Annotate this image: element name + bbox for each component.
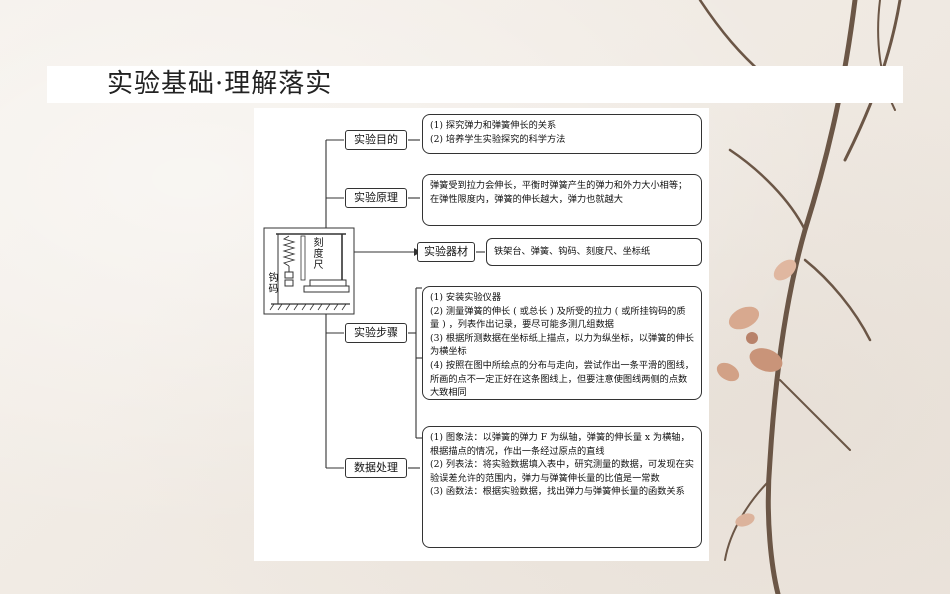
node-content-principle: 弹簧受到拉力会伸长，平衡时弹簧产生的弹力和外力大小相等；在弹性限度内，弹簧的伸长… <box>422 174 702 226</box>
node-content-procedure: (1) 安装实验仪器 (2) 测量弹簧的伸长 ( 或总长 ) 及所受的拉力 ( … <box>422 286 702 400</box>
node-label-purpose: 实验目的 <box>345 130 407 150</box>
title-bar: 实验基础·理解落实 <box>47 66 903 103</box>
content-line: 铁架台、弹簧、钩码、刻度尺、坐标纸 <box>494 246 651 257</box>
page-title: 实验基础·理解落实 <box>107 69 333 99</box>
node-content-purpose: (1) 探究弹力和弹簧伸长的关系 (2) 培养学生实验探究的科学方法 <box>422 114 702 154</box>
weight-label: 钩码 <box>268 273 279 295</box>
spring-apparatus-figure <box>263 227 355 315</box>
content-line: (1) 图象法：以弹簧的弹力 F 为纵轴，弹簧的伸长量 x 为横轴，根据描点的情… <box>430 432 690 457</box>
content-line: (3) 根据所测数据在坐标纸上描点，以力为纵坐标，以弹簧的伸长为横坐标 <box>430 332 694 358</box>
ruler-label: 刻度尺 <box>313 238 324 271</box>
content-line: (4) 按照在图中所绘点的分布与走向，尝试作出一条平滑的图线，所画的点不一定正好… <box>430 359 694 399</box>
node-label-data-processing: 数据处理 <box>345 458 407 478</box>
mindmap-panel: 刻度尺 钩码 实验目的 (1) 探究弹力和弹簧伸长的关系 (2) 培养学生实验探… <box>254 108 709 561</box>
content-line: (3) 函数法：根据实验数据，找出弹力与弹簧伸长量的函数关系 <box>430 486 685 498</box>
node-content-data-processing: (1) 图象法：以弹簧的弹力 F 为纵轴，弹簧的伸长量 x 为横轴，根据描点的情… <box>422 426 702 548</box>
mindmap-connectors <box>263 139 485 469</box>
node-label-procedure: 实验步骤 <box>345 323 407 343</box>
content-line: (2) 列表法：将实验数据填入表中，研究测量的数据，可发现在实验误差允许的范围内… <box>430 459 694 484</box>
node-content-equipment: 铁架台、弹簧、钩码、刻度尺、坐标纸 <box>486 238 702 266</box>
node-label-principle: 实验原理 <box>345 188 407 208</box>
content-line: (2) 培养学生实验探究的科学方法 <box>430 133 566 145</box>
content-line: 弹簧受到拉力会伸长，平衡时弹簧产生的弹力和外力大小相等；在弹性限度内，弹簧的伸长… <box>430 180 688 205</box>
content-line: (2) 测量弹簧的伸长 ( 或总长 ) 及所受的拉力 ( 或所挂钩码的质量 ) … <box>430 305 686 331</box>
content-line: (1) 安装实验仪器 <box>430 292 502 303</box>
content-line: (1) 探究弹力和弹簧伸长的关系 <box>430 120 557 131</box>
node-label-equipment: 实验器材 <box>417 242 475 262</box>
